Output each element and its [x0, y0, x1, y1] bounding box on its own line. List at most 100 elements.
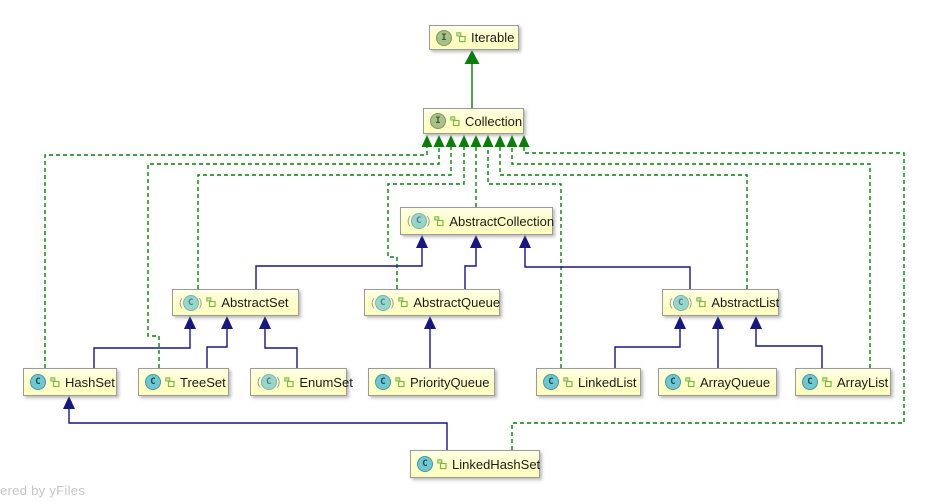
class-icon: C [802, 374, 818, 390]
class-node-abstractlist[interactable]: (C) AbstractList [662, 289, 779, 316]
member-visibility-icon [434, 215, 444, 226]
edge-treeset-to-abstractset [206, 329, 228, 368]
abstract-class-icon: C [260, 374, 277, 390]
member-visibility-icon [165, 376, 175, 387]
class-node-arrayqueue[interactable]: C ArrayQueue [658, 368, 777, 396]
class-node-priorityqueue[interactable]: C PriorityQueue [368, 368, 495, 396]
class-icon: C [543, 374, 559, 390]
arrowhead-linkedlist-to-collection [482, 135, 494, 147]
class-name-label: Collection [465, 113, 523, 129]
arrowhead-abstractcollection-to-collection [470, 135, 482, 147]
edge-abstractqueue-to-abstractcollection [464, 248, 477, 289]
edge-linkedhashset-to-hashset [68, 409, 448, 450]
edge-abstractlist-to-collection [499, 147, 748, 289]
edge-hashset-to-collection [44, 147, 428, 368]
class-node-hashset[interactable]: C HashSet [23, 368, 117, 396]
class-node-abstractqueue[interactable]: (C)AbstractQueue [364, 289, 500, 316]
class-icon: C [30, 374, 46, 390]
class-name-label: TreeSet [180, 374, 226, 390]
class-node-linkedhashset[interactable]: C LinkedHashSet [410, 450, 540, 478]
class-name-label: AbstractQueue [413, 295, 501, 310]
edge-linkedhashset-to-collection [511, 147, 905, 450]
arrowhead-abstractset-to-abstractcollection [416, 235, 428, 248]
class-name-label: ArrayList [837, 374, 889, 390]
yfiles-watermark: ered by yFiles [0, 483, 86, 498]
abstract-class-icon: C [410, 213, 427, 229]
class-icon: C [665, 374, 681, 390]
abstract-paren-close: ) [276, 376, 281, 388]
interface-icon: I [436, 29, 452, 46]
class-node-linkedlist[interactable]: C LinkedList [536, 368, 641, 396]
member-visibility-icon [284, 376, 294, 387]
member-visibility-icon [563, 376, 573, 387]
abstract-paren-open: ( [371, 296, 375, 309]
class-node-enumset[interactable]: (C) EnumSet [250, 368, 353, 396]
class-name-label: PriorityQueue [410, 374, 490, 390]
arrowhead-abstractqueue-to-abstractcollection [470, 235, 482, 248]
edge-abstractset-to-abstractcollection [255, 248, 423, 289]
member-visibility-icon [696, 297, 706, 308]
class-node-abstractset[interactable]: (C)AbstractSet [172, 289, 299, 316]
class-icon: C [417, 456, 433, 472]
arrowhead-linkedhashset-to-hashset [63, 396, 75, 409]
abstract-class-icon: C [374, 294, 391, 311]
member-visibility-icon [395, 376, 405, 387]
member-visibility-icon [206, 297, 216, 308]
arrowhead-linkedhashset-to-collection [518, 135, 530, 147]
arrowhead-abstractset-to-collection [445, 135, 457, 147]
edge-treeset-to-collection [147, 147, 440, 368]
arrowhead-priorityqueue-to-abstractqueue [424, 316, 436, 329]
edge-enumset-to-abstractset [264, 329, 298, 368]
class-name-label: ArrayQueue [700, 374, 771, 390]
member-visibility-icon [398, 297, 408, 308]
abstract-paren-close: ) [426, 215, 431, 227]
arrowhead-collection-to-iterable [464, 50, 480, 64]
interface-icon: I [430, 113, 446, 129]
class-node-collection[interactable]: I Collection [423, 108, 524, 134]
arrowhead-arraylist-to-abstractlist [750, 316, 762, 329]
edge-hashset-to-abstractset [93, 329, 191, 368]
arrowhead-enumset-to-abstractset [259, 316, 271, 329]
abstract-paren-open: ( [257, 376, 261, 388]
arrowhead-linkedlist-to-abstractlist [674, 316, 686, 329]
abstract-paren-close: ) [688, 296, 693, 309]
class-node-abstractcollection[interactable]: (C) AbstractCollection [400, 207, 555, 235]
class-node-iterable[interactable]: I Iterable [429, 25, 519, 50]
abstract-paren-close: ) [198, 296, 203, 309]
arrowhead-arraylist-to-collection [506, 135, 518, 147]
member-visibility-icon [450, 115, 460, 126]
arrowhead-treeset-to-collection [433, 135, 445, 147]
class-name-label: LinkedHashSet [452, 456, 541, 472]
member-visibility-icon [437, 458, 447, 469]
arrowhead-abstractlist-to-collection [494, 135, 506, 147]
class-icon: C [145, 374, 161, 390]
abstract-paren-open: ( [407, 215, 411, 227]
edge-arraylist-to-collection [511, 147, 871, 368]
member-visibility-icon [50, 376, 60, 387]
class-name-label: AbstractSet [221, 295, 289, 310]
abstract-class-icon: C [182, 294, 199, 311]
class-icon: C [375, 374, 391, 390]
class-name-label: LinkedList [578, 374, 637, 390]
arrowhead-hashset-to-abstractset [184, 316, 196, 329]
class-name-label: AbstractCollection [449, 213, 555, 229]
class-name-label: HashSet [65, 374, 115, 390]
abstract-class-icon: C [672, 294, 689, 311]
abstract-paren-open: ( [669, 296, 673, 309]
member-visibility-icon [456, 32, 466, 43]
edge-abstractset-to-collection [197, 147, 452, 289]
class-name-label: EnumSet [299, 374, 353, 390]
member-visibility-icon [822, 376, 832, 387]
class-node-arraylist[interactable]: C ArrayList [795, 368, 891, 396]
arrowhead-hashset-to-collection [421, 135, 433, 147]
class-name-label: AbstractList [711, 295, 780, 310]
class-name-label: Iterable [471, 30, 515, 45]
arrowhead-abstractqueue-to-collection [458, 135, 470, 147]
arrowhead-arrayqueue-to-abstractlist [712, 316, 724, 329]
class-node-treeset[interactable]: C TreeSet [138, 368, 229, 396]
edge-arraylist-to-abstractlist [755, 329, 823, 368]
edge-abstractlist-to-abstractcollection [524, 248, 691, 289]
member-visibility-icon [685, 376, 695, 387]
